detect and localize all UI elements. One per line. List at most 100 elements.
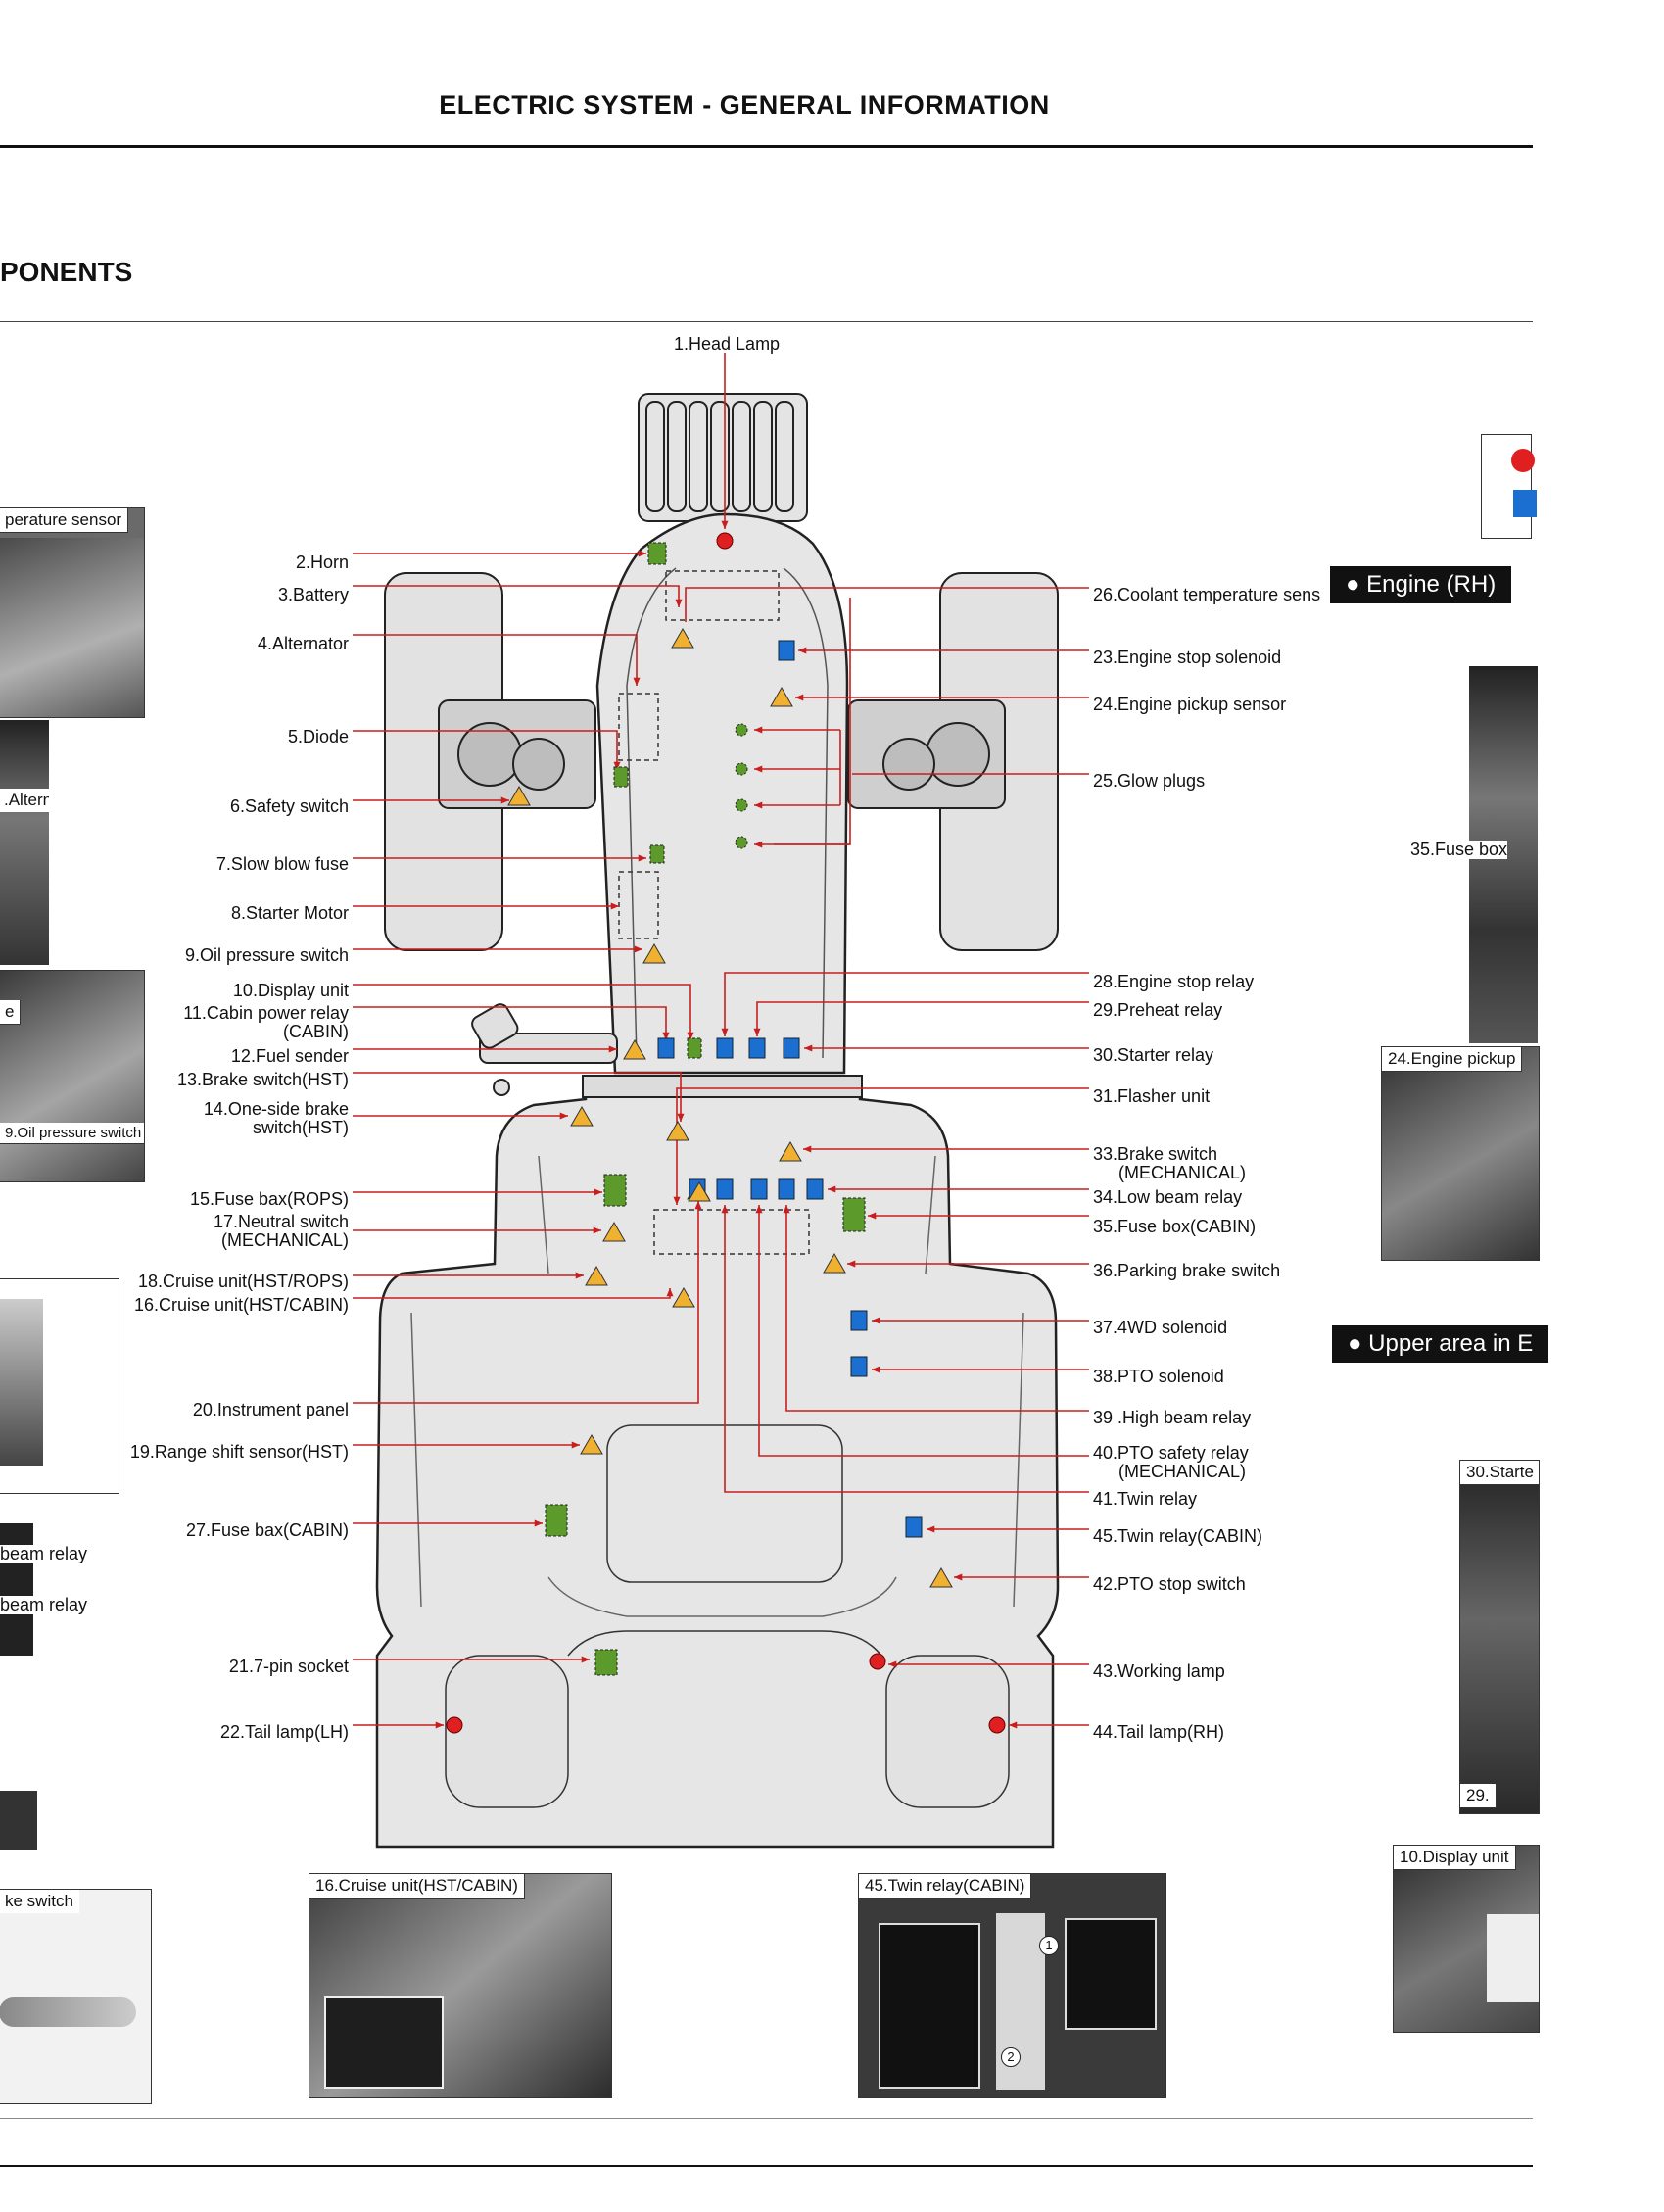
label-text: 3.Battery [277, 585, 349, 604]
leader-arrowhead [954, 1573, 963, 1581]
photo-twin-relay-cabin: 45.Twin relay(CABIN) 1 2 [858, 1873, 1166, 2098]
label-text: 37.4WD solenoid [1093, 1318, 1228, 1337]
label-text: 14.One-side brake [203, 1099, 349, 1119]
photo-caption: e [0, 1000, 22, 1025]
leader-line [353, 984, 691, 1040]
label-component-12: 12.Fuel sender [231, 1047, 349, 1066]
photo-caption: 10.Display unit [1394, 1846, 1516, 1870]
leader-arrowhead [571, 1441, 580, 1449]
label-component-33: 33.Brake switch(MECHANICAL) [1093, 1145, 1246, 1182]
label-subtext: (CABIN) [283, 1022, 349, 1041]
label-component-43: 43.Working lamp [1093, 1662, 1225, 1681]
leader-arrowhead [593, 1226, 601, 1234]
label-component-26: 26.Coolant temperature sens [1093, 586, 1320, 604]
label-component-13: 13.Brake switch(HST) [177, 1071, 349, 1089]
photo-caption: 29. [1460, 1784, 1497, 1808]
label-component-40: 40.PTO safety relay(MECHANICAL) [1093, 1444, 1249, 1481]
photo-caption: 45.Twin relay(CABIN) [859, 1874, 1032, 1899]
slow-blow-fuse-marker [649, 844, 665, 864]
seven-pin-socket-marker [594, 1649, 618, 1676]
engine-pickup-marker [770, 687, 793, 707]
engine-stop-solenoid-marker [778, 640, 795, 661]
photo-relay [0, 1278, 119, 1494]
label-text: 11.Cabin power relay [183, 1003, 349, 1023]
label-component-27: 27.Fuse bax(CABIN) [186, 1521, 349, 1540]
label-component-35: 35.Fuse box(CABIN) [1093, 1218, 1256, 1236]
photo-brake-switch [0, 1791, 37, 1850]
label-beam-relay-2: beam relay [0, 1595, 88, 1614]
label-component-42: 42.PTO stop switch [1093, 1575, 1246, 1594]
pto-safety-relay-marker [750, 1178, 768, 1200]
page-title: ELECTRIC SYSTEM - GENERAL INFORMATION [439, 90, 1050, 120]
leader-arrowhead [677, 1113, 685, 1122]
section-rule [0, 321, 1533, 322]
leader-arrowhead [828, 1185, 836, 1193]
leader-arrowhead [575, 1272, 584, 1279]
leader-line [758, 1205, 1089, 1457]
fuse-box-rops-marker [603, 1174, 627, 1207]
leader-arrowhead [435, 1721, 444, 1729]
leader-arrowhead [721, 1028, 729, 1036]
label-text: 8.Starter Motor [230, 903, 349, 923]
photo-temperature-sensor: perature sensor [0, 507, 145, 718]
photo-caption: ke switch [0, 1890, 79, 1913]
label-component-21: 21.7-pin socket [229, 1658, 349, 1676]
glow-plug-1-marker [735, 723, 748, 737]
label-text: 33.Brake switch [1093, 1144, 1218, 1164]
label-component-28: 28.Engine stop relay [1093, 973, 1254, 991]
label-text: 22.Tail lamp(LH) [219, 1722, 349, 1742]
leader-arrowhead [847, 1260, 856, 1268]
label-component-45: 45.Twin relay(CABIN) [1093, 1527, 1262, 1546]
label-text: 16.Cruise unit(HST/CABIN) [133, 1295, 349, 1315]
brake-switch-mech-marker [779, 1141, 802, 1162]
radiator-grille [638, 393, 808, 522]
safety-switch-marker [507, 786, 531, 806]
leader-lines [353, 353, 1089, 1729]
fuse-box-cabin-left-marker [545, 1504, 568, 1537]
label-text: 40.PTO safety relay [1093, 1443, 1249, 1463]
leader-line [353, 730, 618, 770]
leader-arrowhead [687, 1032, 694, 1040]
footer-rule-1 [0, 2118, 1533, 2119]
working-lamp-marker [869, 1653, 886, 1670]
label-fuse-box-photo: 35.Fuse box [1410, 840, 1508, 859]
glow-plug-3-marker [735, 798, 748, 812]
pto-solenoid-marker [850, 1356, 868, 1377]
leader-arrowhead [754, 801, 763, 809]
fuel-sender-marker [623, 1039, 646, 1060]
label-component-10: 10.Display unit [233, 982, 349, 1000]
label-component-29: 29.Preheat relay [1093, 1001, 1222, 1020]
label-text: 20.Instrument panel [192, 1400, 349, 1419]
label-text: 26.Coolant temperature sens [1093, 585, 1321, 604]
head-lamp-marker [716, 532, 734, 550]
leader-line [785, 1205, 1089, 1412]
leader-arrowhead [594, 1188, 602, 1196]
photo-oil-pressure-switch: e 9.Oil pressure switch [0, 970, 145, 1182]
label-component-19: 19.Range shift sensor(HST) [130, 1443, 349, 1462]
label-component-4: 4.Alternator [258, 635, 349, 653]
leader-arrowhead [666, 1288, 674, 1297]
label-text: 30.Starter relay [1093, 1045, 1214, 1065]
leader-arrowhead [754, 765, 763, 773]
label-text: 6.Safety switch [229, 796, 349, 816]
label-component-15: 15.Fuse bax(ROPS) [190, 1190, 349, 1209]
label-text: 25.Glow plugs [1093, 771, 1206, 791]
callout-number-2: 2 [1001, 2047, 1021, 2067]
label-component-9: 9.Oil pressure switch [185, 946, 349, 965]
leader-line [353, 1072, 682, 1122]
label-text: 13.Brake switch(HST) [176, 1070, 349, 1089]
label-text: 35.Fuse box(CABIN) [1093, 1217, 1257, 1236]
battery-marker [671, 628, 694, 649]
photo-caption: .Alternator [0, 789, 49, 812]
starter-relay-marker [783, 1037, 800, 1059]
label-subtext: (MECHANICAL) [220, 1230, 349, 1250]
label-component-17: 17.Neutral switch(MECHANICAL) [214, 1213, 349, 1250]
leader-arrowhead [721, 1205, 729, 1214]
title-rule [0, 145, 1533, 148]
label-text: 36.Parking brake switch [1093, 1261, 1281, 1280]
legend-blue-square-icon [1513, 490, 1537, 517]
leader-arrowhead [638, 854, 646, 862]
photo-caption: 24.Engine pickup [1382, 1047, 1523, 1072]
